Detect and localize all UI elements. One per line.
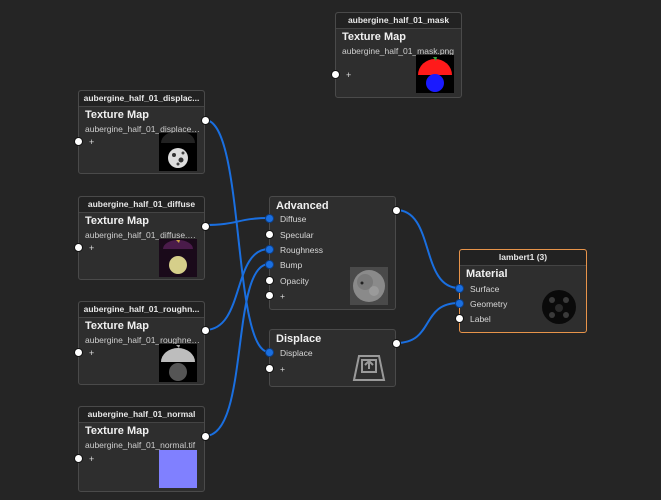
wire-normal-to-bump — [204, 263, 270, 437]
texture-node-diffuse[interactable]: aubergine_half_01_diffuse Texture Map au… — [74, 196, 210, 280]
material-node-lambert1[interactable]: lambert1 (3) Material Surface Geometry L… — [455, 249, 587, 333]
input-port-add[interactable] — [265, 291, 274, 300]
texture-node-roughness[interactable]: aubergine_half_01_roughn... Texture Map … — [74, 301, 210, 385]
node-header: aubergine_half_01_normal — [79, 407, 204, 423]
add-port-button[interactable]: + — [89, 454, 95, 464]
input-port-label[interactable] — [455, 314, 464, 323]
input-port-roughness[interactable] — [265, 245, 274, 254]
texture-thumbnail — [159, 344, 197, 382]
input-port-opacity[interactable] — [265, 276, 274, 285]
output-port[interactable] — [74, 454, 83, 463]
port-label: Diffuse — [280, 214, 307, 224]
wire-roughness-to-roughness — [204, 248, 270, 331]
node-title: Texture Map — [85, 320, 149, 332]
input-port-geometry[interactable] — [455, 299, 464, 308]
advanced-shader-node[interactable]: Advanced Diffuse Specular Roughness Bump… — [265, 196, 401, 310]
input-port[interactable] — [201, 326, 210, 335]
node-filename: aubergine_half_01_normal.tif — [85, 440, 196, 450]
displace-node[interactable]: Displace Displace + — [265, 329, 401, 387]
output-port[interactable] — [392, 339, 401, 348]
node-title: Texture Map — [85, 425, 149, 437]
node-title: Texture Map — [85, 215, 149, 227]
port-label: Surface — [470, 284, 500, 294]
wire-diffuse-to-diffuse — [204, 217, 270, 226]
port-label: Displace — [280, 348, 313, 358]
node-title: Texture Map — [342, 31, 406, 43]
output-port[interactable] — [392, 206, 401, 215]
node-title: Texture Map — [85, 109, 149, 121]
texture-node-normal[interactable]: aubergine_half_01_normal Texture Map aub… — [74, 406, 210, 492]
input-port-add[interactable] — [265, 364, 274, 373]
node-title: Advanced — [276, 200, 329, 212]
shader-preview-thumbnail — [350, 267, 388, 305]
port-label: Bump — [280, 260, 303, 270]
output-port[interactable] — [74, 243, 83, 252]
node-header: aubergine_half_01_mask — [336, 13, 461, 29]
port-label: Specular — [280, 230, 314, 240]
texture-thumbnail — [159, 239, 197, 277]
material-preview-thumbnail — [540, 288, 578, 326]
port-label: Geometry — [470, 299, 508, 309]
node-title: Material — [466, 268, 508, 280]
input-port[interactable] — [201, 222, 210, 231]
add-port-button[interactable]: + — [280, 364, 285, 374]
input-port-bump[interactable] — [265, 260, 274, 269]
input-port[interactable] — [201, 432, 210, 441]
input-port-specular[interactable] — [265, 230, 274, 239]
add-port-button[interactable]: + — [89, 348, 95, 358]
input-port[interactable] — [201, 116, 210, 125]
port-label: Label — [470, 314, 491, 324]
texture-thumbnail — [159, 450, 197, 488]
input-port-surface[interactable] — [455, 284, 464, 293]
input-port-displace[interactable] — [265, 348, 274, 357]
output-port[interactable] — [74, 348, 83, 357]
node-title: Displace — [276, 333, 322, 345]
texture-node-displacement[interactable]: aubergine_half_01_displac... Texture Map… — [74, 90, 210, 174]
texture-thumbnail — [416, 55, 454, 93]
node-header: lambert1 (3) — [460, 250, 586, 266]
add-port-button[interactable]: + — [89, 137, 95, 147]
output-port[interactable] — [331, 70, 340, 79]
node-header: aubergine_half_01_roughn... — [79, 302, 204, 318]
port-label: Roughness — [280, 245, 324, 255]
wire-displacement-to-displace — [204, 119, 270, 353]
output-port[interactable] — [74, 137, 83, 146]
node-header: aubergine_half_01_diffuse — [79, 197, 204, 213]
texture-node-mask[interactable]: aubergine_half_01_mask Texture Map auber… — [331, 12, 462, 98]
wire-displace-to-geometry — [395, 302, 460, 344]
texture-thumbnail — [159, 133, 197, 171]
input-port-diffuse[interactable] — [265, 214, 274, 223]
add-port-button[interactable]: + — [280, 291, 285, 301]
displace-icon — [350, 342, 388, 382]
node-header: aubergine_half_01_displac... — [79, 91, 204, 107]
add-port-button[interactable]: + — [346, 70, 352, 80]
add-port-button[interactable]: + — [89, 243, 95, 253]
port-label: Opacity — [280, 276, 309, 286]
wire-advanced-to-surface — [395, 209, 460, 289]
